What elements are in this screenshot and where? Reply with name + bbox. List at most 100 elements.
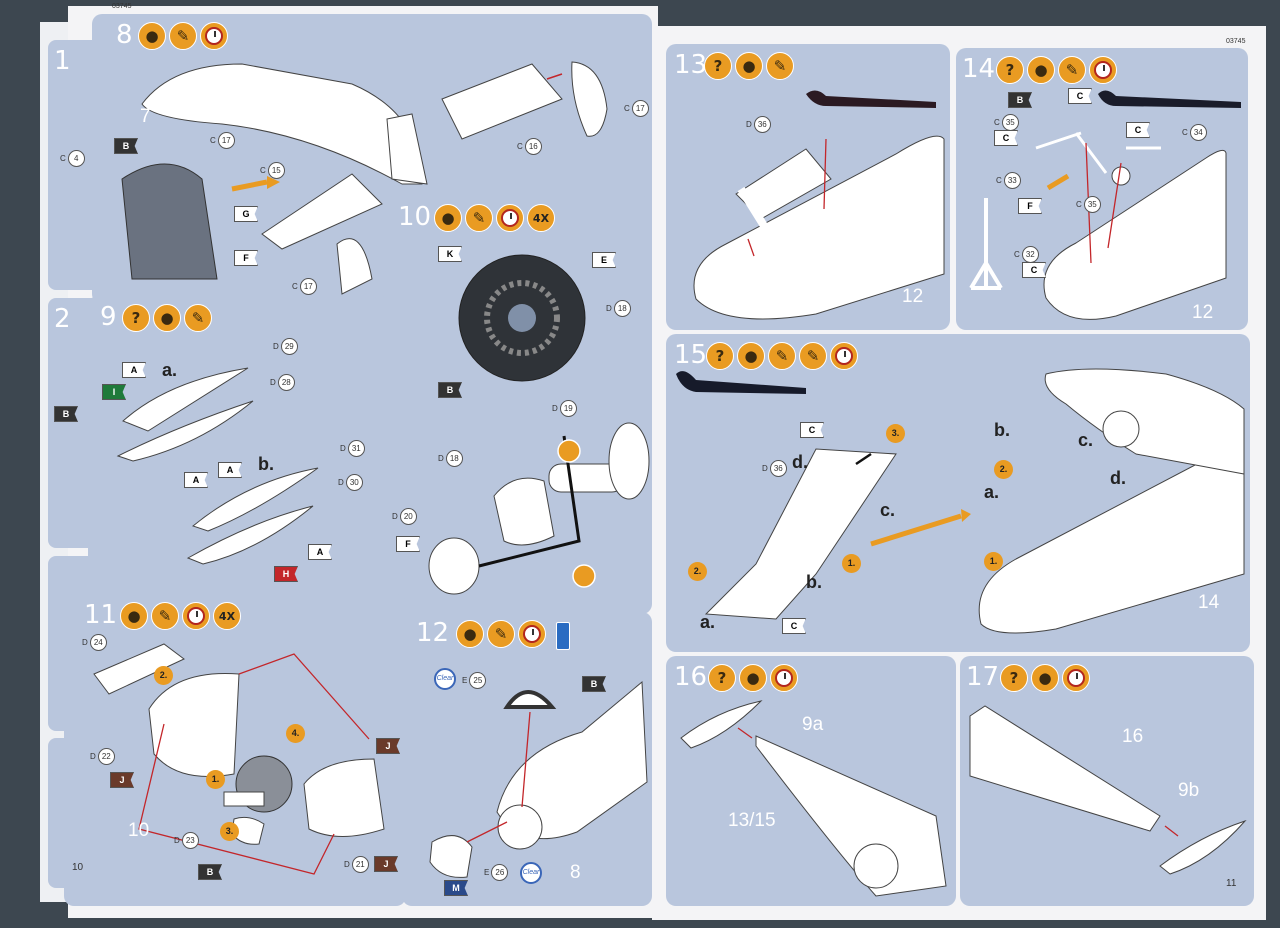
question-icon: ?	[122, 304, 150, 332]
question-icon: ?	[706, 342, 734, 370]
paint-brush-icon: ✎	[766, 52, 794, 80]
sequence-4: 4.	[286, 724, 305, 743]
decal-flag-c1: C	[1068, 88, 1092, 104]
sub-step-c2: c.	[1078, 430, 1094, 450]
paint-brush-icon: ✎	[169, 22, 197, 50]
decal-flag-a1: A	[122, 362, 146, 378]
sequence-2: 2.	[154, 666, 173, 685]
drying-time-icon	[770, 664, 798, 692]
page-number-left: 10	[72, 862, 84, 873]
step-icons: ? ● ✎ ✎	[706, 342, 858, 370]
drying-time-icon	[518, 620, 546, 648]
glue-icon: ●	[138, 22, 166, 50]
sub-step-d2: d.	[1110, 468, 1126, 488]
step-14-drawing	[969, 90, 1241, 320]
step-15-drawing	[676, 368, 1245, 634]
step-icons: ● ✎ 4X	[120, 602, 241, 630]
step-17-panel: 17 ? ● 16 9b 11	[960, 656, 1254, 906]
sub-step-a: a.	[162, 360, 178, 380]
assembly-ref-13-15: 13/15	[728, 810, 776, 831]
sequence-1: 1.	[842, 554, 861, 573]
decal-flag-f: F	[396, 536, 420, 552]
sub-step-b1: b.	[806, 572, 822, 592]
step-icons: ? ● ✎	[996, 56, 1117, 84]
step-icons: ● ✎	[138, 22, 228, 50]
step-number: 2	[54, 304, 71, 334]
decal-flag-c1: C	[800, 422, 824, 438]
decal-flag-h: H	[274, 566, 298, 582]
drying-time-icon	[1089, 56, 1117, 84]
step-12-drawing	[429, 680, 648, 878]
step-icons: ● ✎ 4X	[434, 204, 555, 232]
step-16-drawing	[680, 700, 947, 897]
paint-brush-icon: ✎	[465, 204, 493, 232]
drying-time-icon	[1062, 664, 1090, 692]
glue-icon: ●	[153, 304, 181, 332]
decal-flag-e: E	[592, 252, 616, 268]
code-right: 03745	[1226, 38, 1246, 45]
assembly-ref-9b: 9b	[1178, 780, 1200, 801]
decal-flag-i: I	[102, 384, 126, 400]
question-icon: ?	[704, 52, 732, 80]
step-number: 13	[674, 50, 708, 80]
decal-flag-m: M	[444, 880, 468, 896]
clear-part-icon: Clear	[434, 668, 456, 690]
question-icon: ?	[708, 664, 736, 692]
decal-flag-c2: C	[782, 618, 806, 634]
sub-step-d1: d.	[792, 452, 808, 472]
decal-flag-a2: A	[184, 472, 208, 488]
assembly-ref: 10	[128, 820, 150, 841]
step-11-drawing	[93, 643, 385, 875]
paint-brush-icon: ✎	[184, 304, 212, 332]
step-10-drawing	[428, 254, 650, 595]
glue-icon: ●	[1031, 664, 1059, 692]
multiplier-icon: 4X	[213, 602, 241, 630]
step-17-drawing	[969, 705, 1247, 875]
decal-flag-c3: C	[1126, 122, 1150, 138]
sequence-1: 1.	[206, 770, 225, 789]
step-number: 12	[416, 618, 450, 648]
glue-icon: ●	[1027, 56, 1055, 84]
assembly-ref-9a: 9a	[802, 714, 824, 735]
step-icons: ? ● ✎	[704, 52, 794, 80]
paint-brush-icon-2: ✎	[799, 342, 827, 370]
step-number: 1	[54, 46, 71, 76]
sequence-3: 3.	[886, 424, 905, 443]
sub-step-b: b.	[258, 454, 274, 474]
decal-flag-b: B	[198, 864, 222, 880]
sequence-2b: 2.	[994, 460, 1013, 479]
drying-time-icon	[830, 342, 858, 370]
decal-flag-b: B	[114, 138, 138, 154]
decal-flag-a3: A	[218, 462, 242, 478]
paint-brush-icon: ✎	[768, 342, 796, 370]
glue-icon: ●	[739, 664, 767, 692]
decal-flag-f: F	[1018, 198, 1042, 214]
paint-brush-icon: ✎	[1058, 56, 1086, 84]
step-number: 17	[966, 662, 1000, 692]
assembly-ref-16: 16	[1122, 726, 1144, 747]
paint-brush-icon: ✎	[487, 620, 515, 648]
paint-bottle-icon	[556, 622, 570, 650]
